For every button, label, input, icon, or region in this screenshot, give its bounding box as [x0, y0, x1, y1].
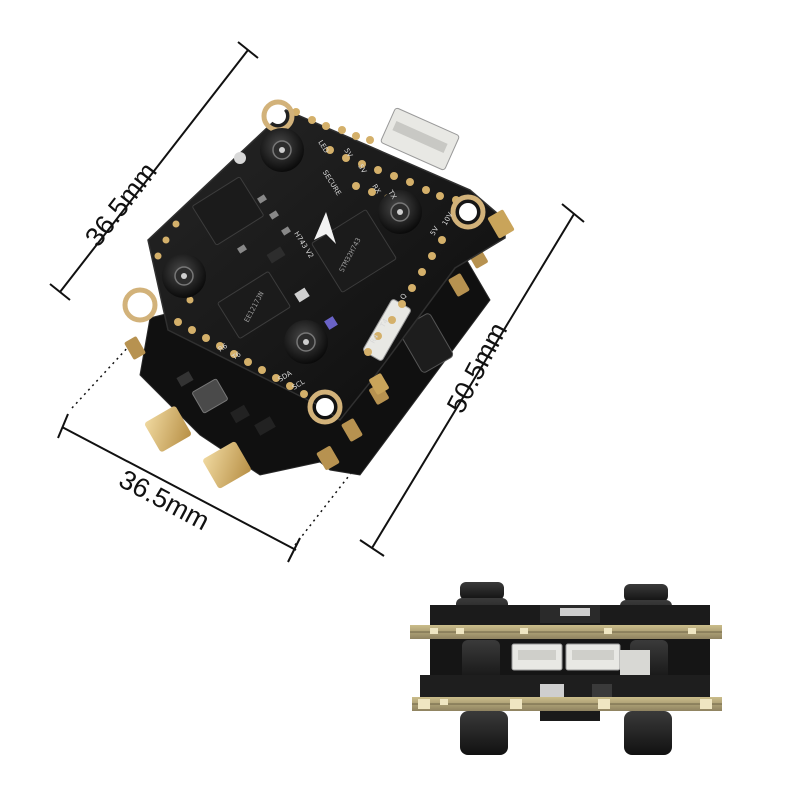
side-bottom-grommet-left: [460, 711, 508, 755]
pad-label: 5V: [429, 225, 441, 237]
mcu-chip: STM32H743: [311, 209, 397, 293]
stack-side-view: [410, 582, 722, 755]
grommet-bottom: [284, 320, 328, 364]
battery-pad-negative: [145, 406, 191, 452]
battery-pad-positive: [203, 441, 251, 489]
side-esc-components: [420, 675, 710, 697]
grommet-top: [260, 128, 304, 172]
esc-edge-pads: [124, 243, 488, 470]
pad-label: Q: [399, 292, 409, 301]
mount-hole-bottom: [307, 389, 343, 425]
mounting-holes: [122, 99, 486, 425]
smd-components: [234, 152, 338, 330]
mount-hole-right: [450, 194, 486, 230]
side-bottom-grommet-right: [624, 711, 672, 755]
top-connector: [380, 107, 460, 171]
gyro-chip: [192, 176, 264, 246]
driver-chip: EE1217JN: [217, 271, 291, 339]
mount-hole-left: [122, 287, 158, 323]
pad-label: 5V: [356, 163, 368, 175]
flight-controller-board: STM32H743 EE1217JN H743 V2 SECURE: [122, 99, 515, 425]
side-grommet-left: [462, 640, 500, 686]
rubber-grommets: [162, 128, 422, 364]
pad-label: 5V: [342, 147, 354, 159]
inductor: [192, 378, 228, 414]
right-edge-pads: [369, 209, 515, 395]
grommet-right: [378, 190, 422, 234]
pad-label: R4: [369, 332, 381, 345]
grommet-left: [162, 254, 206, 298]
direction-arrow: [314, 212, 336, 244]
